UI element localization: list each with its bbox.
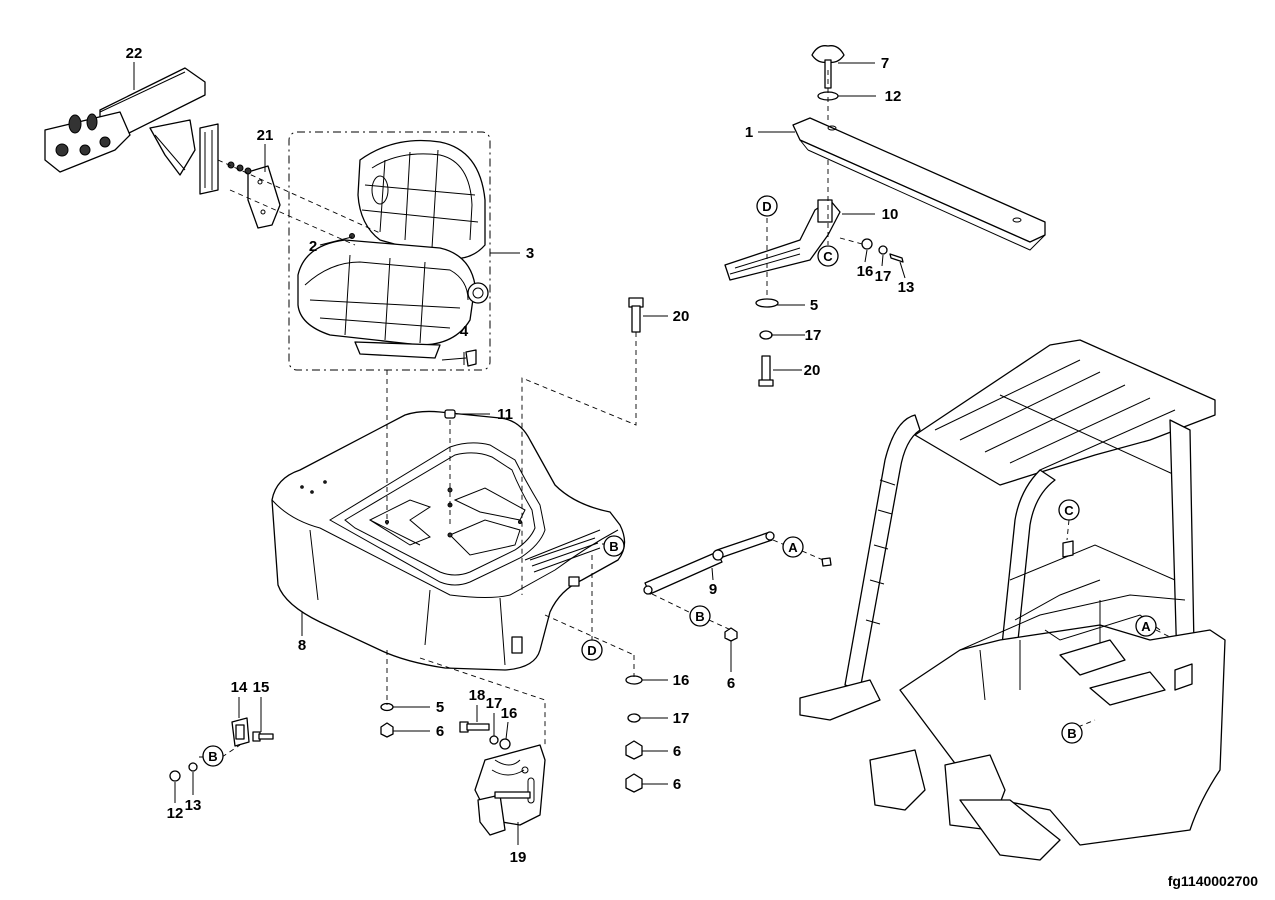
part-label-16: 16 <box>673 672 690 689</box>
part-label-14: 14 <box>231 679 248 696</box>
part-label-17: 17 <box>805 327 822 344</box>
reference-marker-b: B <box>603 535 625 557</box>
leader-lines <box>133 62 906 845</box>
part-label-9: 9 <box>709 581 717 598</box>
latch-hook-part <box>474 744 546 836</box>
bolt-part <box>758 355 774 387</box>
reference-marker-a: A <box>782 536 804 558</box>
truck-frame-part <box>799 339 1226 861</box>
part-label-20: 20 <box>804 362 821 379</box>
seat-part <box>297 139 489 367</box>
svg-text:B: B <box>695 609 704 624</box>
seat-slide-bracket-part <box>724 199 904 281</box>
reference-markers: D C B D A B B C <box>202 195 1157 767</box>
mounting-bracket-plate-part <box>227 161 281 229</box>
part-label-6: 6 <box>673 743 681 760</box>
part-label-12: 12 <box>885 88 902 105</box>
seat-assembly-boundary <box>288 131 491 371</box>
part-label-5: 5 <box>436 699 444 716</box>
washer-part <box>755 298 779 308</box>
part-label-10: 10 <box>882 206 899 223</box>
pin-part <box>252 731 274 742</box>
pin-part <box>459 721 490 733</box>
lock-washer-part <box>627 713 641 723</box>
part-label-5: 5 <box>810 297 818 314</box>
part-label-20: 20 <box>673 308 690 325</box>
washer-part <box>169 770 181 782</box>
nut-part <box>625 740 643 760</box>
reference-marker-d: D <box>581 639 603 661</box>
washer-part <box>499 738 511 750</box>
part-label-2: 2 <box>309 238 317 255</box>
gas-strut-part <box>643 531 832 595</box>
part-label-17: 17 <box>875 268 892 285</box>
nut-part <box>724 627 738 642</box>
assembly-dashed-lines <box>217 70 1173 758</box>
washer-part <box>625 675 643 685</box>
reference-marker-c: C <box>1058 499 1080 521</box>
part-label-12: 12 <box>167 805 184 822</box>
reference-marker-c: C <box>817 245 839 267</box>
reference-marker-b: B <box>689 605 711 627</box>
svg-text:B: B <box>609 539 618 554</box>
part-label-3: 3 <box>526 245 534 262</box>
svg-text:C: C <box>1064 503 1074 518</box>
nut-part <box>380 722 394 738</box>
svg-text:C: C <box>823 249 833 264</box>
svg-text:D: D <box>587 643 596 658</box>
lock-washer-part <box>188 762 198 772</box>
reference-marker-d: D <box>756 195 778 217</box>
part-number-labels: 22 21 2 3 4 11 7 12 1 10 16 17 13 5 17 2… <box>126 45 915 866</box>
joystick-armrest-part <box>44 67 219 195</box>
part-label-4: 4 <box>460 323 469 340</box>
seat-hood-cover-part <box>271 410 626 671</box>
cap-part <box>444 409 456 419</box>
lock-washer-part <box>759 330 773 340</box>
part-label-19: 19 <box>510 849 527 866</box>
support-rail-part <box>792 117 1046 251</box>
reference-marker-b: B <box>1061 722 1083 744</box>
part-label-6: 6 <box>436 723 444 740</box>
part-label-13: 13 <box>185 797 202 814</box>
svg-text:B: B <box>208 749 217 764</box>
part-label-17: 17 <box>673 710 690 727</box>
bolt-part <box>628 297 644 333</box>
part-label-18: 18 <box>469 687 486 704</box>
part-label-13: 13 <box>898 279 915 296</box>
svg-text:B: B <box>1067 726 1076 741</box>
part-label-22: 22 <box>126 45 143 62</box>
part-label-16: 16 <box>857 263 874 280</box>
figure-id-label: fg1140002700 <box>1168 873 1259 889</box>
svg-text:D: D <box>762 199 771 214</box>
reference-marker-a: A <box>1135 615 1157 637</box>
part-label-16: 16 <box>501 705 518 722</box>
lock-washer-part <box>489 735 499 745</box>
latch-plate-part <box>231 717 250 747</box>
part-label-6: 6 <box>727 675 735 692</box>
svg-text:A: A <box>788 540 798 555</box>
reference-marker-b: B <box>202 745 224 767</box>
part-label-8: 8 <box>298 637 306 654</box>
part-label-1: 1 <box>745 124 753 141</box>
part-label-21: 21 <box>257 127 274 144</box>
nut-part <box>625 773 643 793</box>
part-label-17: 17 <box>486 695 503 712</box>
part-label-15: 15 <box>253 679 270 696</box>
part-label-11: 11 <box>497 406 513 423</box>
part-label-7: 7 <box>881 55 889 72</box>
svg-text:A: A <box>1141 619 1151 634</box>
part-label-6: 6 <box>673 776 681 793</box>
